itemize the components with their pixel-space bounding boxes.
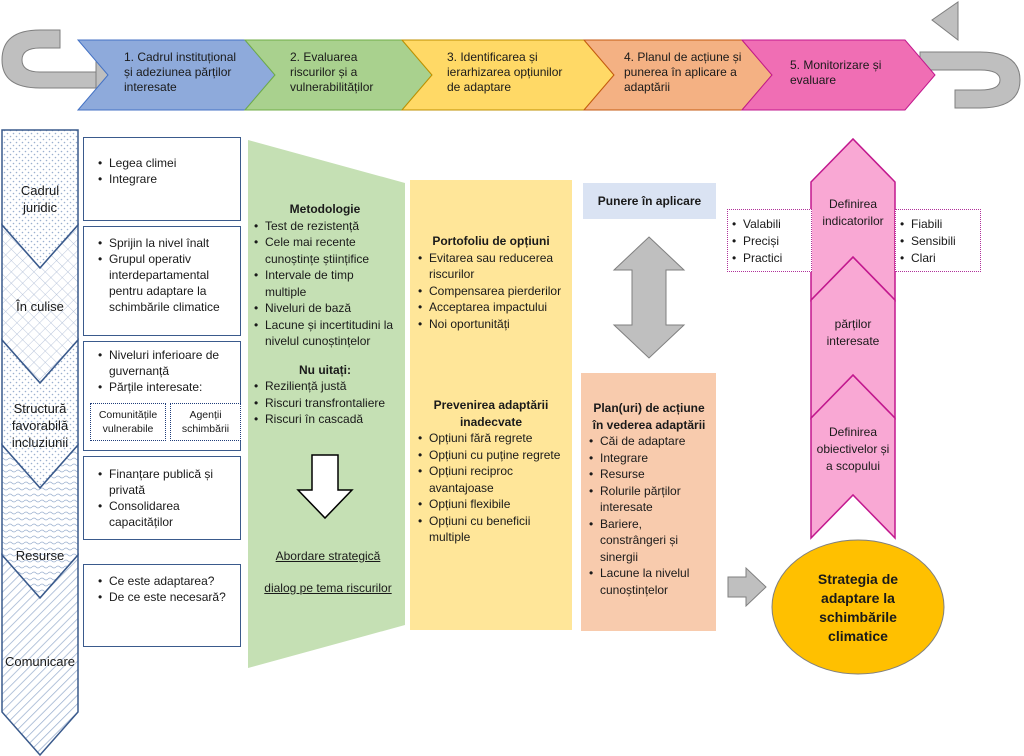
sub-agentii: Agenții schimbării [170, 403, 241, 441]
pink-chevron-top [810, 137, 896, 302]
list-item: Bariere, constrângeri și sinergii [589, 516, 709, 566]
list-item: Practici [732, 250, 811, 267]
list-item: Consolidarea capacităților [98, 498, 234, 530]
step-3-label: 3. Identificarea și ierarhizarea opțiuni… [447, 50, 563, 94]
label-in-culise: În culise [16, 299, 64, 314]
list-item: Sprijin la nivel înalt [98, 235, 234, 251]
list-item: Cele mai recente cunoștințe științifice [254, 234, 396, 267]
box-comunicare: Ce este adaptarea?De ce este necesară? [83, 564, 241, 647]
punere-label: Punere în aplicare [597, 194, 702, 208]
list-item: Clari [900, 250, 980, 267]
list-item: Lacune și incertitudini la nivelul cunoș… [254, 317, 396, 350]
step-5-chevron [740, 39, 936, 111]
blue-label-bg [583, 183, 716, 219]
double-arrow-icon [612, 236, 686, 359]
yellow-panel-2: Prevenirea adaptării inadecvate Opțiuni … [418, 397, 564, 546]
list-item: Opțiuni cu puține regrete [418, 447, 564, 464]
list-item: Căi de adaptare [589, 433, 709, 450]
list-item: Riscuri transfrontaliere [254, 395, 396, 412]
list-item: Finanțare publică și privată [98, 466, 234, 498]
right-arrow-icon [727, 566, 767, 608]
list-item: De ce este necesară? [98, 589, 234, 605]
step-1-label: 1. Cadrul instituțional și adeziunea păr… [124, 50, 237, 94]
list-item: Noi oportunități [418, 316, 564, 333]
list-item: Niveluri inferioare de guvernanță [98, 347, 234, 379]
orange-panel-title: Plan(uri) de acțiune în vederea adaptări… [592, 401, 706, 432]
strategy-label: Strategia de adaptare la schimbările cli… [817, 571, 899, 644]
list-item: Legea climei [98, 155, 232, 171]
step-2-label: 2. Evaluarea riscurilor și a vulnerabili… [290, 50, 374, 94]
label-structura: Structură favorabilă incluziunii [11, 401, 69, 450]
list-item: Resurse [589, 466, 709, 483]
list-item: Opțiuni reciproc avantajoase [418, 463, 564, 496]
list-item: Test de rezistență [254, 218, 396, 235]
green-panel-title2: Nu uitați: [299, 362, 351, 377]
down-arrow-icon [296, 454, 354, 520]
yellow-panel-title: Portofoliu de opțiuni [432, 234, 550, 248]
sub-comunitati: Comunitățile vulnerabile [90, 403, 166, 441]
list-item: Ce este adaptarea? [98, 573, 234, 589]
yellow-panel-title2: Prevenirea adaptării inadecvate [433, 398, 549, 429]
step-4-label: 4. Planul de acțiune și punerea în aplic… [624, 50, 742, 94]
pink-top-label: Definirea indicatorilor [822, 197, 884, 228]
list-item: Reziliență justă [254, 378, 396, 395]
green-panel: Metodologie Test de rezistență Cele mai … [254, 201, 396, 428]
box-resurse: Finanțare publică și privatăConsolidarea… [83, 456, 241, 540]
list-item: Integrare [98, 171, 232, 187]
list-item: Acceptarea impactului [418, 299, 564, 316]
pink-right-list: Fiabili Sensibili Clari [895, 209, 981, 272]
list-item: Rolurile părților interesate [589, 483, 709, 516]
strategy-ellipse [771, 539, 945, 675]
list-item: Opțiuni cu beneficii multiple [418, 513, 564, 546]
list-item: Opțiuni fără regrete [418, 430, 564, 447]
list-item: Grupul operativ interdepartamental pentr… [98, 251, 234, 315]
yellow-panel: Portofoliu de opțiuni Evitarea sau reduc… [418, 233, 564, 332]
list-item: Opțiuni flexibile [418, 496, 564, 513]
box-cadrul: Legea climeiIntegrare [83, 137, 241, 221]
box-culise: Sprijin la nivel înaltGrupul operativ in… [83, 226, 241, 336]
list-item: Valabili [732, 216, 811, 233]
list-item: Integrare [589, 450, 709, 467]
list-item: Preciși [732, 233, 811, 250]
curved-arrow-right-icon [919, 1, 1021, 109]
list-item: Evitarea sau reducerea riscurilor [418, 250, 564, 283]
step-5-label: 5. Monitorizare și evaluare [790, 58, 882, 87]
green-panel-title: Metodologie [289, 202, 361, 216]
list-item: Sensibili [900, 233, 980, 250]
pink-bottom-label: Definirea obiectivelor și a scopului [816, 425, 890, 473]
list-item: Riscuri în cascadă [254, 411, 396, 428]
left-chevron-comunicare [1, 553, 79, 756]
label-comunicare: Comunicare [4, 654, 76, 669]
list-item: Niveluri de bază [254, 300, 396, 317]
green-footer-1: Abordare strategică [275, 549, 381, 563]
list-item: Intervale de timp multiple [254, 267, 396, 300]
green-footer-2: dialog pe tema riscurilor [264, 581, 392, 595]
pink-middle-label: părților interesate [826, 317, 880, 348]
orange-panel: Plan(uri) de acțiune în vederea adaptări… [589, 400, 709, 598]
list-item: Compensarea pierderilor [418, 283, 564, 300]
list-item: Părțile interesate: [98, 379, 234, 395]
label-resurse: Resurse [15, 548, 65, 563]
list-item: Fiabili [900, 216, 980, 233]
list-item: Lacune la nivelul cunoștințelor [589, 565, 709, 598]
label-cadrul-juridic: Cadrul juridic [20, 183, 60, 215]
pink-left-list: Valabili Preciși Practici [727, 209, 812, 272]
